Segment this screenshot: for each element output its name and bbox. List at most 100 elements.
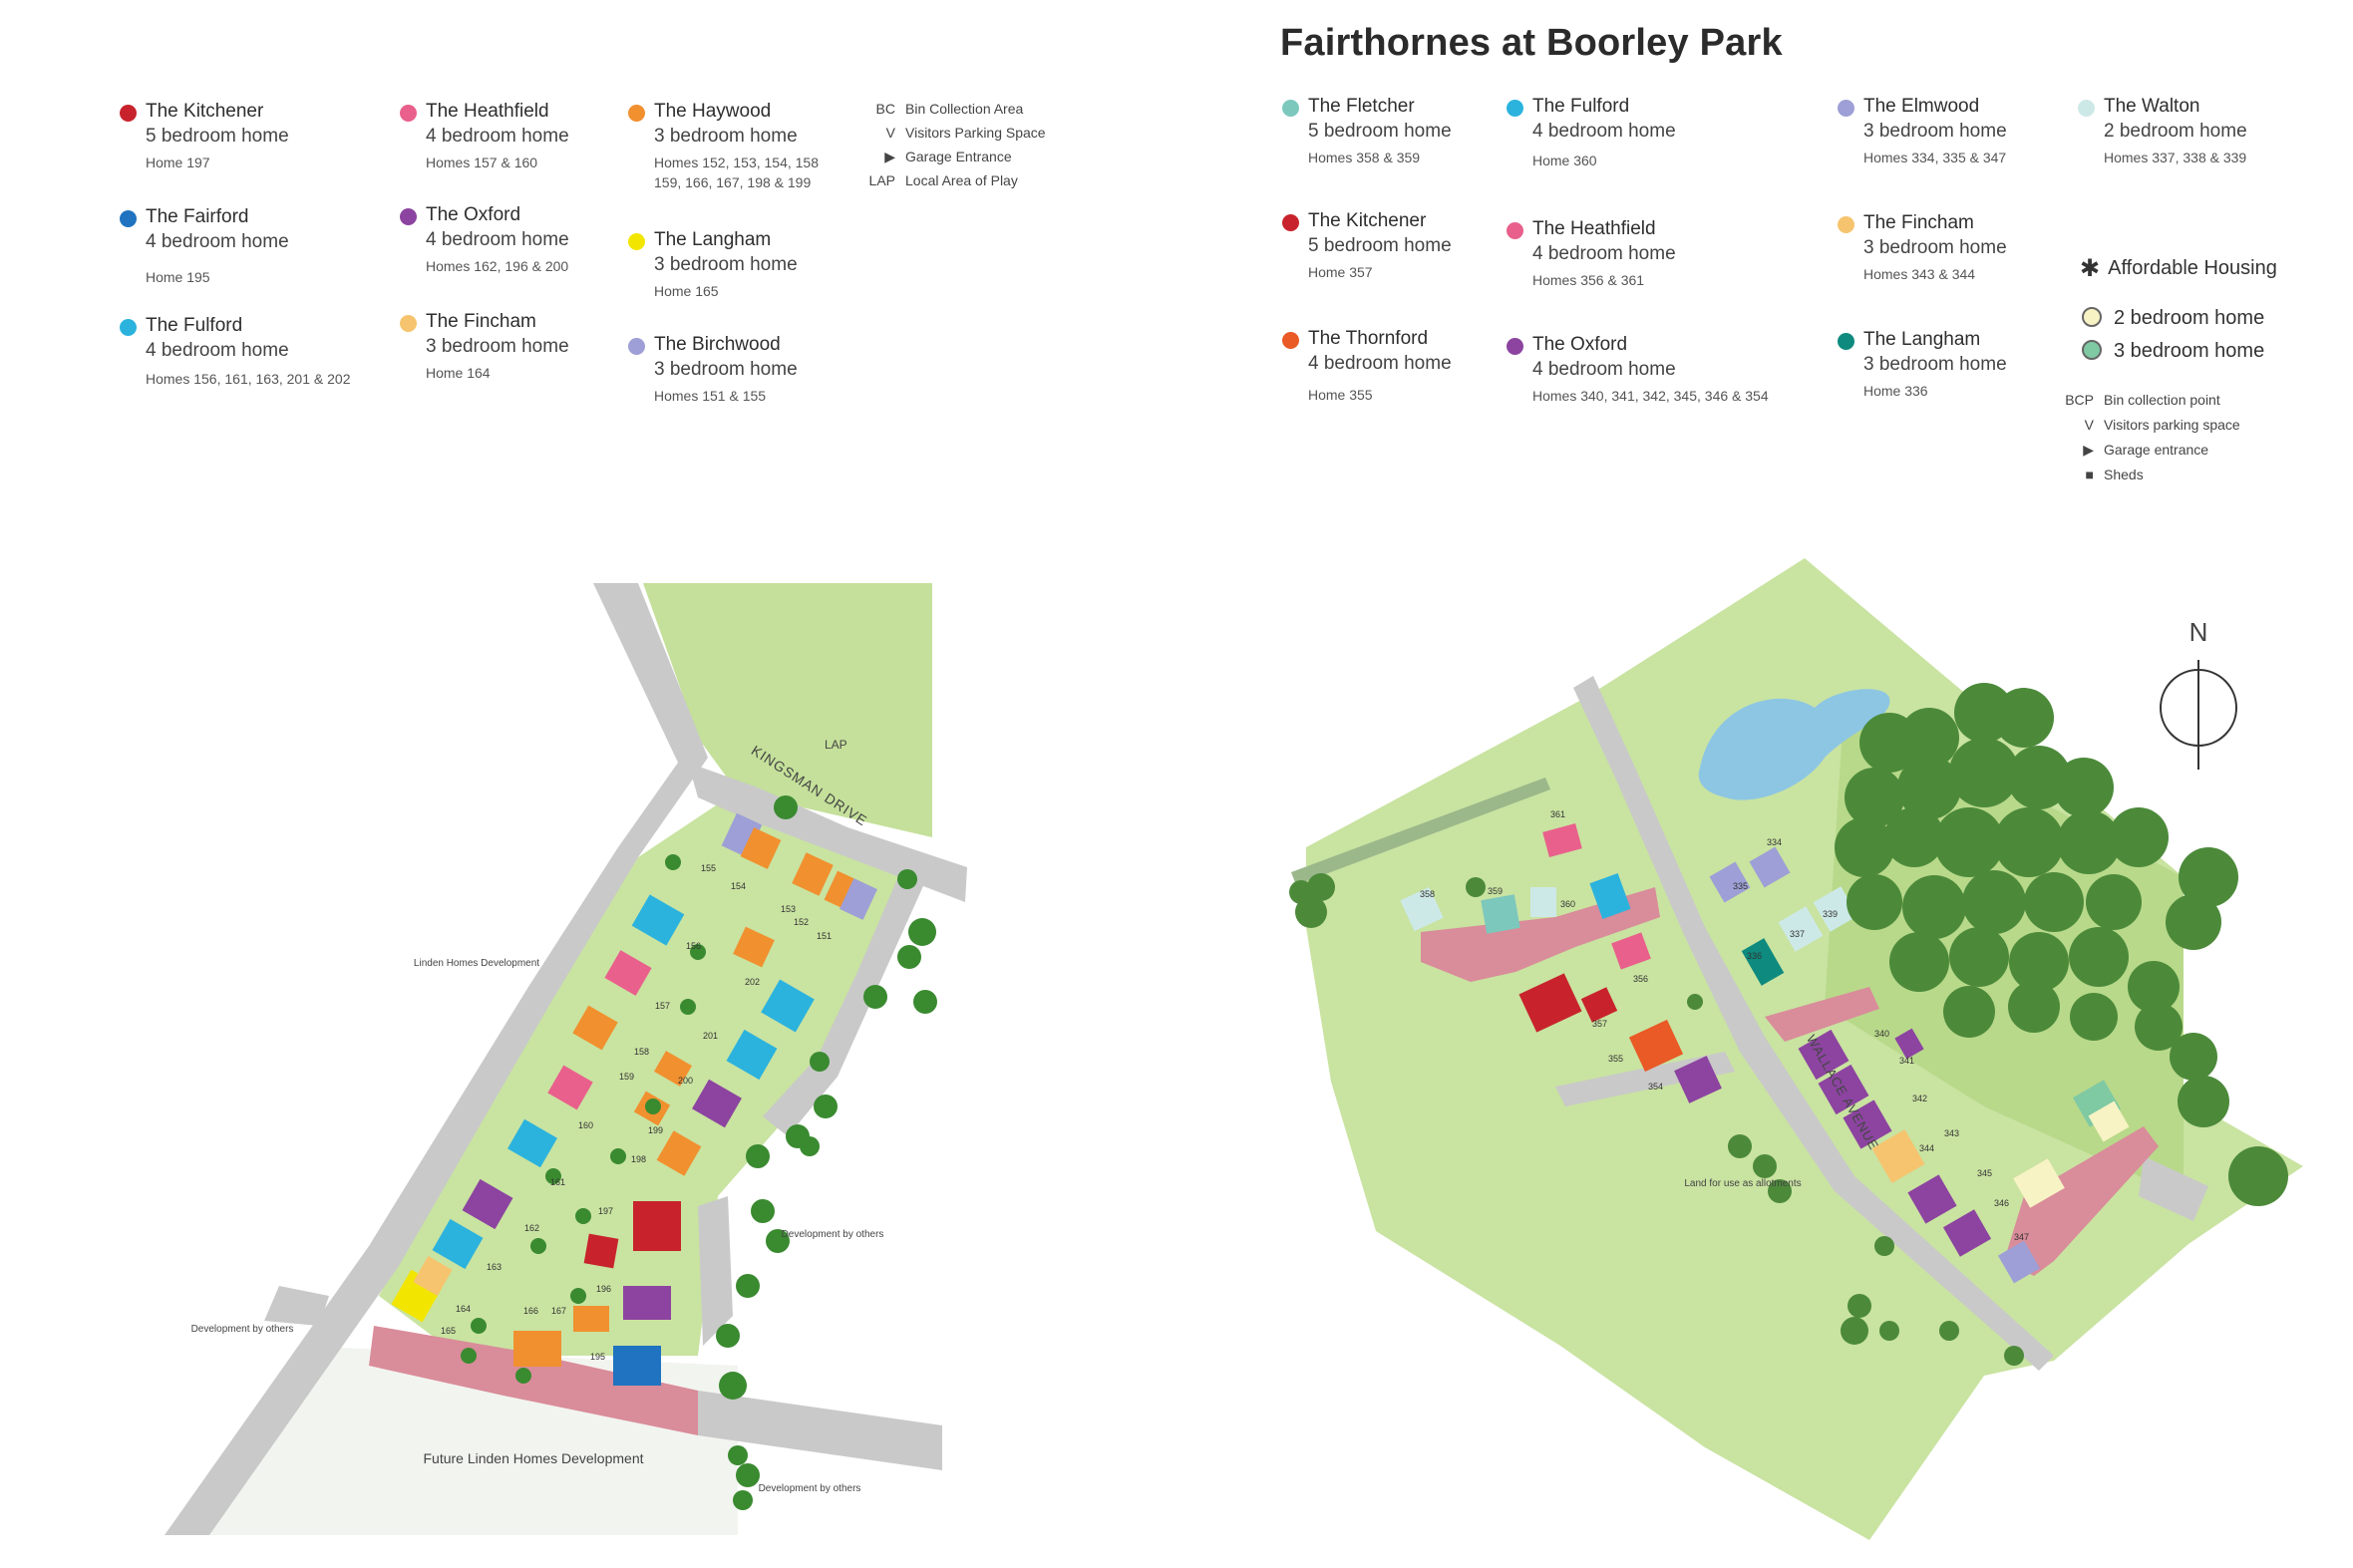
house-plots: Home 360 — [1532, 153, 1597, 168]
house-plots: Home 357 — [1308, 264, 1373, 280]
color-dot — [1507, 338, 1523, 355]
house-bedrooms: 3 bedroom home — [654, 254, 798, 275]
house-bedrooms: 3 bedroom home — [654, 359, 798, 380]
pond — [1698, 689, 1890, 800]
west-spur-road — [264, 1286, 329, 1326]
left-site-plan: KINGSMAN DRIVE LAP Linden Homes Developm… — [165, 583, 967, 1535]
svg-text:153: 153 — [781, 904, 796, 914]
color-dot — [400, 105, 417, 122]
svg-text:160: 160 — [578, 1120, 593, 1130]
garage-entrance-icon: ▶ — [2083, 442, 2094, 458]
svg-text:198: 198 — [631, 1154, 646, 1164]
legend-item: The Kitchener 5 bedroom home Home 357 — [1282, 209, 1567, 282]
svg-text:361: 361 — [1550, 809, 1565, 819]
legend-item: The Langham 3 bedroom home Home 336 — [1838, 328, 2123, 401]
key-row: ■ Sheds — [2060, 467, 2144, 482]
house-bedrooms: 5 bedroom home — [1308, 121, 1452, 142]
legend-item: The Langham 3 bedroom home Home 165 — [628, 228, 913, 301]
house-name: The Kitchener — [146, 101, 264, 122]
shared-surface — [369, 1326, 698, 1435]
house-name: The Fincham — [426, 311, 536, 332]
legend-item: The Fincham 3 bedroom home Home 164 — [400, 310, 685, 383]
svg-text:345: 345 — [1977, 1168, 1992, 1178]
right-access-road — [2139, 1156, 2208, 1221]
svg-text:342: 342 — [1912, 1094, 1927, 1103]
house-bedrooms: 4 bedroom home — [146, 340, 289, 361]
svg-text:197: 197 — [598, 1206, 613, 1216]
house-name: The Thornford — [1308, 328, 1429, 349]
svg-text:334: 334 — [1767, 837, 1782, 847]
svg-text:163: 163 — [487, 1262, 502, 1272]
house-plots: Homes 156, 161, 163, 201 & 202 — [146, 371, 351, 387]
house-name: The Haywood — [654, 101, 772, 122]
house-bedrooms: 5 bedroom home — [146, 126, 289, 147]
development-by-others-bottom: Development by others — [759, 1483, 861, 1494]
svg-text:200: 200 — [678, 1076, 693, 1086]
svg-text:354: 354 — [1648, 1082, 1663, 1092]
future-development-label: Future Linden Homes Development — [423, 1450, 643, 1466]
house-bedrooms: 4 bedroom home — [146, 231, 289, 252]
svg-text:167: 167 — [551, 1306, 566, 1316]
svg-text:199: 199 — [648, 1125, 663, 1135]
svg-text:159: 159 — [619, 1072, 634, 1082]
right-trees — [1289, 683, 2288, 1366]
svg-text:358: 358 — [1420, 889, 1435, 899]
key-abbr: LAP — [868, 172, 895, 188]
lap-green-space — [643, 583, 932, 837]
key-label: Garage Entrance — [905, 149, 1012, 164]
house-bedrooms: 3 bedroom home — [654, 126, 798, 147]
legend-item: The Fairford 4 bedroom home Home 195 — [120, 205, 405, 287]
svg-text:201: 201 — [703, 1031, 718, 1041]
color-dot — [400, 208, 417, 225]
key-label: Garage entrance — [2104, 442, 2209, 458]
svg-text:151: 151 — [817, 931, 832, 941]
key-label: Local Area of Play — [905, 172, 1018, 188]
house-bedrooms: 2 bedroom home — [2104, 121, 2247, 142]
color-dot — [1507, 100, 1523, 117]
house-plots: Homes 157 & 160 — [426, 155, 538, 170]
svg-text:158: 158 — [634, 1047, 649, 1057]
house-bedrooms: 3 bedroom home — [1863, 354, 2007, 375]
svg-text:343: 343 — [1944, 1128, 1959, 1138]
house-name: The Elmwood — [1863, 96, 1980, 117]
color-dot — [1282, 214, 1299, 231]
house-bedrooms: 3 bedroom home — [1863, 237, 2007, 258]
kingsman-drive-road — [688, 763, 967, 902]
house-bedrooms: 3 bedroom home — [1863, 121, 2007, 142]
svg-text:157: 157 — [655, 1001, 670, 1011]
legend-item: The Fletcher 5 bedroom home Homes 358 & … — [1282, 95, 1567, 167]
house-bedrooms: 4 bedroom home — [1532, 121, 1676, 142]
affordable-row: 2 bedroom home — [2082, 307, 2264, 330]
right-site-plan: N WALLACE AVENUE Land for use as allotme… — [1289, 558, 2303, 1540]
svg-text:154: 154 — [731, 881, 746, 891]
legend-item: The Oxford 4 bedroom home Homes 162, 196… — [400, 203, 685, 276]
site-green — [379, 797, 907, 1356]
left-house-blocks — [391, 812, 877, 1386]
shed-icon: ■ — [2085, 467, 2094, 482]
svg-text:339: 339 — [1823, 909, 1838, 919]
house-plots: Homes 152, 153, 154, 158 — [654, 155, 820, 170]
star-icon: ✱ — [2080, 255, 2101, 282]
house-name: The Fincham — [1863, 212, 1974, 233]
house-plots: Home 165 — [654, 283, 719, 299]
inner-road — [698, 1196, 733, 1346]
color-dot — [400, 315, 417, 332]
key-row: LAP Local Area of Play — [859, 172, 1018, 188]
key-label: Sheds — [2104, 467, 2144, 482]
house-plots: Homes 340, 341, 342, 345, 346 & 354 — [1532, 388, 1769, 404]
shared-surface-east — [2004, 1126, 2159, 1276]
house-bedrooms: 3 bedroom home — [426, 336, 569, 357]
svg-text:346: 346 — [1994, 1198, 2009, 1208]
allotments-label: Land for use as allotments — [1684, 1178, 1801, 1189]
house-plots: Homes 343 & 344 — [1863, 266, 1976, 282]
legend-item: The Birchwood 3 bedroom home Homes 151 &… — [628, 333, 913, 406]
house-bedrooms: 4 bedroom home — [426, 126, 569, 147]
color-dot — [1838, 333, 1854, 350]
svg-text:195: 195 — [590, 1352, 605, 1362]
house-plots-continued: 159, 166, 167, 198 & 199 — [654, 174, 812, 190]
legend-item: The Oxford 4 bedroom home Homes 340, 341… — [1507, 333, 1792, 406]
